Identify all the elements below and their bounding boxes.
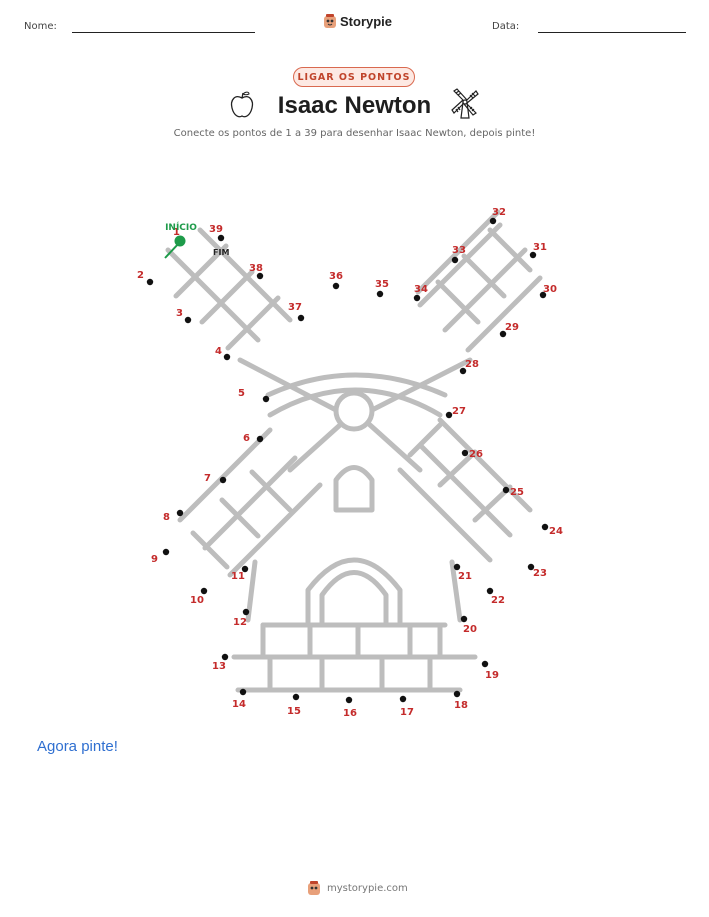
name-line[interactable] [72, 32, 255, 33]
dot-label-9: 9 [151, 554, 158, 565]
dot-28[interactable] [459, 367, 467, 375]
storypie-logo-icon [308, 881, 320, 895]
dot-label-22: 22 [491, 595, 505, 606]
dot-label-3: 3 [176, 308, 183, 319]
dot-label-28: 28 [465, 359, 479, 370]
dot-38[interactable] [256, 272, 264, 280]
dot-5[interactable] [262, 395, 270, 403]
start-marker: INÍCIO [164, 221, 197, 259]
dot-30[interactable] [539, 291, 547, 299]
dot-20[interactable] [460, 615, 468, 623]
windmill-outline [165, 209, 543, 693]
name-label: Nome: [24, 21, 57, 32]
instructions: Conecte os pontos de 1 a 39 para desenha… [173, 128, 536, 139]
dot-label-15: 15 [287, 706, 301, 717]
dot-33[interactable] [451, 256, 459, 264]
date-line[interactable] [538, 32, 686, 33]
dot-37[interactable] [297, 314, 305, 322]
dot-label-2: 2 [137, 270, 144, 281]
dot-label-25: 25 [510, 487, 524, 498]
dot-label-6: 6 [243, 433, 250, 444]
dot-label-32: 32 [492, 207, 506, 218]
dot-12[interactable] [242, 608, 250, 616]
dot-label-17: 17 [400, 707, 414, 718]
dot-31[interactable] [529, 251, 537, 259]
dot-label-4: 4 [215, 346, 222, 357]
dot-15[interactable] [292, 693, 300, 701]
end-label: FIM [213, 248, 229, 257]
dot-25[interactable] [502, 486, 510, 494]
dot-label-16: 16 [343, 708, 357, 719]
dot-16[interactable] [345, 696, 353, 704]
dot-22[interactable] [486, 587, 494, 595]
dot-9[interactable] [162, 548, 170, 556]
dot-2[interactable] [146, 278, 154, 286]
page-title: Isaac Newton [277, 92, 432, 119]
dot-label-33: 33 [452, 245, 466, 256]
dot-label-18: 18 [454, 700, 468, 711]
dot-35[interactable] [376, 290, 384, 298]
dot-18[interactable] [453, 690, 461, 698]
dot-19[interactable] [481, 660, 489, 668]
dot-label-10: 10 [190, 595, 204, 606]
dot-24[interactable] [541, 523, 549, 531]
dot-34[interactable] [413, 294, 421, 302]
dot-label-12: 12 [233, 617, 247, 628]
activity-badge: LIGAR OS PONTOS [293, 67, 415, 87]
dot-label-36: 36 [329, 271, 343, 282]
dot-label-23: 23 [533, 568, 547, 579]
dot-14[interactable] [239, 688, 247, 696]
dot-11[interactable] [241, 565, 249, 573]
dot-3[interactable] [184, 316, 192, 324]
dot-label-11: 11 [231, 571, 245, 582]
dot-label-19: 19 [485, 670, 499, 681]
dot-label-1: 1 [173, 227, 180, 238]
dot-4[interactable] [223, 353, 231, 361]
dot-10[interactable] [200, 587, 208, 595]
dot-36[interactable] [332, 282, 340, 290]
dot-17[interactable] [399, 695, 407, 703]
dot-label-5: 5 [238, 388, 245, 399]
dot-label-20: 20 [463, 624, 477, 635]
brand-logo: Storypie [323, 13, 392, 29]
brand-name: Storypie [340, 13, 393, 29]
dot-label-39: 39 [209, 224, 223, 235]
dot-label-26: 26 [469, 449, 483, 460]
dot-6[interactable] [256, 435, 264, 443]
apple-icon [230, 91, 254, 118]
dot-label-29: 29 [505, 322, 519, 333]
dot-32[interactable] [489, 217, 497, 225]
dot-8[interactable] [176, 509, 184, 517]
dot-label-7: 7 [204, 473, 211, 484]
dot-23[interactable] [527, 563, 535, 571]
dot-29[interactable] [499, 330, 507, 338]
dot-13[interactable] [221, 653, 229, 661]
dot-7[interactable] [219, 476, 227, 484]
dot-26[interactable] [461, 449, 469, 457]
date-label: Data: [492, 21, 520, 32]
storypie-logo-icon [324, 14, 336, 28]
start-label: INÍCIO [165, 221, 197, 233]
dot-label-35: 35 [375, 279, 389, 290]
dot-label-30: 30 [543, 284, 557, 295]
dot-label-37: 37 [288, 302, 302, 313]
color-prompt: Agora pinte! [37, 738, 118, 755]
dot-label-13: 13 [212, 661, 226, 672]
dot-label-8: 8 [163, 512, 170, 523]
dot-label-38: 38 [249, 263, 263, 274]
dot-label-31: 31 [533, 242, 547, 253]
dot-label-21: 21 [458, 571, 472, 582]
footer-url[interactable]: mystorypie.com [327, 882, 408, 894]
dot-label-27: 27 [452, 406, 466, 417]
dot-39[interactable] [217, 234, 225, 242]
dot-21[interactable] [453, 563, 461, 571]
dot-27[interactable] [445, 411, 453, 419]
footer: mystorypie.com [306, 880, 408, 896]
dot-label-24: 24 [549, 526, 563, 537]
windmill-icon [451, 88, 479, 119]
dot-label-34: 34 [414, 284, 428, 295]
dot-label-14: 14 [232, 699, 246, 710]
